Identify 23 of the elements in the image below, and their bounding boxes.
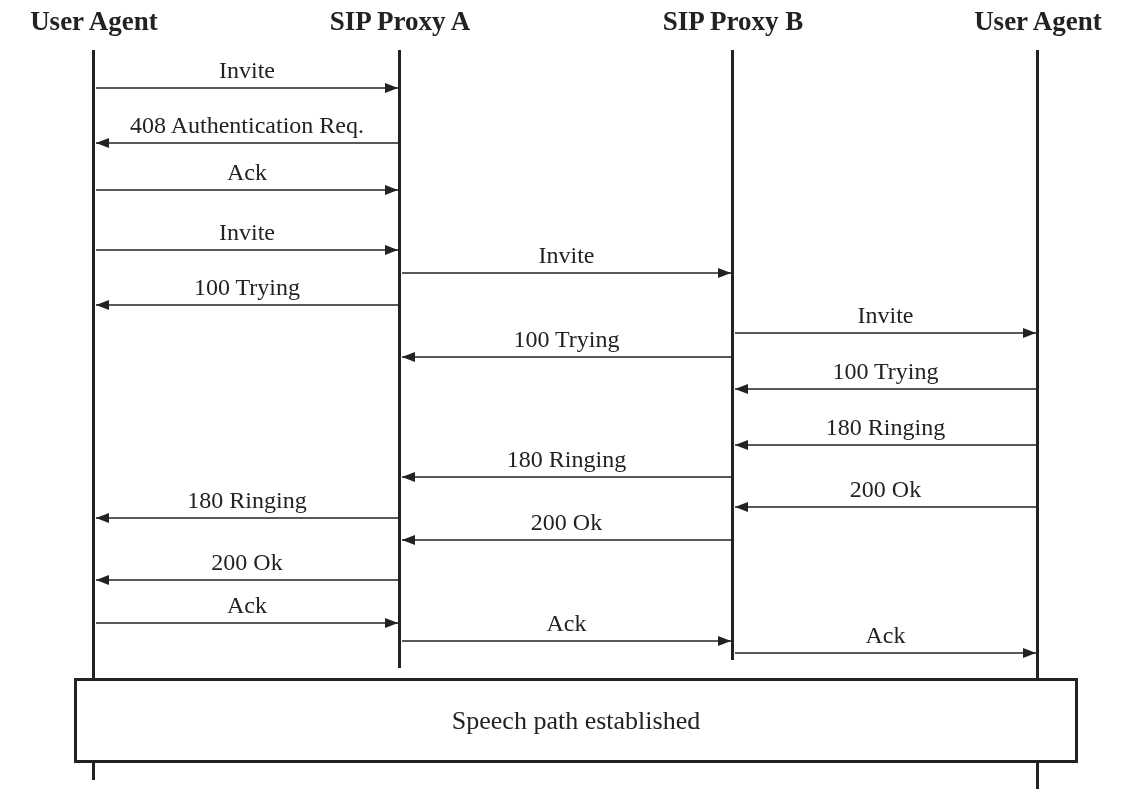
message-arrow xyxy=(734,384,1037,394)
message-arrow xyxy=(95,138,399,148)
message-arrow xyxy=(95,513,399,523)
message-arrow xyxy=(401,636,732,646)
message-arrow xyxy=(734,502,1037,512)
message-arrow xyxy=(95,83,399,93)
message-arrow xyxy=(95,618,399,628)
message-arrow xyxy=(95,575,399,585)
message-arrow xyxy=(95,245,399,255)
participant-label: SIP Proxy B xyxy=(661,6,805,37)
participant-label: User Agent xyxy=(29,6,159,37)
message-arrow xyxy=(401,352,732,362)
message-arrow xyxy=(95,300,399,310)
message-arrow xyxy=(734,648,1037,658)
participant-label: User Agent xyxy=(973,6,1103,37)
message-arrow xyxy=(401,268,732,278)
process-box: Speech path established xyxy=(74,678,1078,763)
message-arrow xyxy=(734,328,1037,338)
message-arrow xyxy=(401,472,732,482)
participant-label: SIP Proxy A xyxy=(328,6,472,37)
message-arrow xyxy=(401,535,732,545)
message-arrow xyxy=(734,440,1037,450)
message-arrow xyxy=(95,185,399,195)
